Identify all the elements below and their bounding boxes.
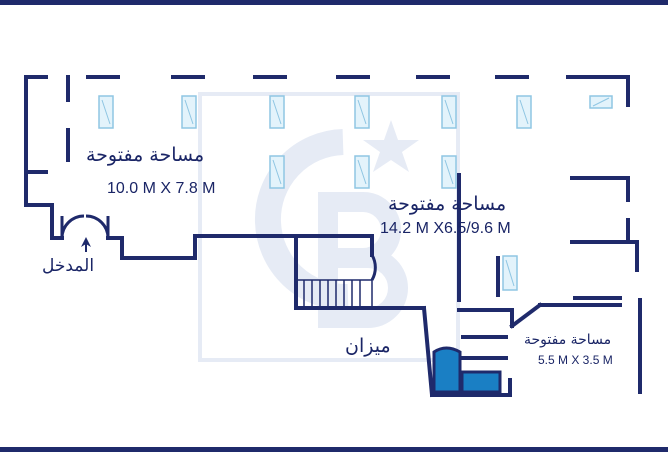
windows xyxy=(98,95,613,291)
mezzanine-label: ميزان xyxy=(345,335,391,357)
open-space-3-label: مساحة مفتوحة xyxy=(524,332,612,348)
entrance-label: المدخل xyxy=(42,256,95,276)
open-space-3-dimensions: 5.5 M X 3.5 M xyxy=(538,353,613,367)
open-space-2-label: مساحة مفتوحة xyxy=(388,193,507,215)
open-space-2-dimensions: 14.2 M X6.5/9.6 M xyxy=(380,220,511,237)
top-border-bar xyxy=(0,0,668,5)
bathroom-block xyxy=(432,346,502,394)
bottom-border-bar xyxy=(0,447,668,452)
open-space-1-label: مساحة مفتوحة xyxy=(86,144,205,166)
staircase xyxy=(295,254,377,309)
open-space-1-dimensions: 10.0 M X 7.8 M xyxy=(107,180,216,197)
arrow-up-icon xyxy=(81,237,91,252)
exterior-walls xyxy=(24,75,642,398)
entrance-doors xyxy=(60,214,110,239)
